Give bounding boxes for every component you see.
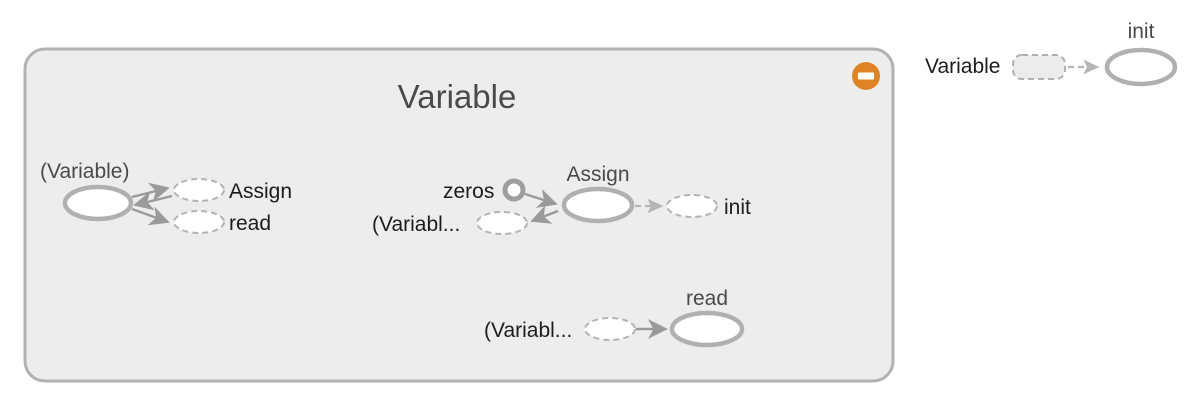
cluster-read-bottom: (Variabl... read [484, 287, 745, 348]
node-zeros-const[interactable] [502, 178, 526, 202]
cluster-assign-middle: zeros (Variabl... Assign init [372, 163, 751, 236]
variable-ref-right-label: Variable [925, 55, 1001, 78]
node-assign-ref[interactable] [173, 178, 225, 202]
cluster-variable-left: (Variable) Assign read [40, 160, 292, 235]
group-box[interactable] [23, 47, 895, 383]
group-title: Variable [398, 78, 517, 115]
group-container-variable[interactable]: Variable [23, 47, 895, 383]
node-variable-ref-right[interactable] [1012, 54, 1066, 80]
assign-op-label: Assign [566, 163, 629, 186]
edge-assign-to-variable-ref[interactable] [530, 205, 559, 224]
read-ref-label: read [229, 212, 271, 235]
minus-glyph [858, 72, 874, 80]
variable-op-label: (Variable) [40, 160, 129, 183]
node-assign-op[interactable] [561, 186, 635, 224]
cluster-init-right: Variable init [925, 20, 1178, 87]
zeros-label: zeros [443, 180, 494, 203]
node-read-ref[interactable] [173, 210, 225, 234]
edge-zeros-to-assign[interactable] [524, 189, 558, 208]
node-init-op[interactable] [1104, 47, 1178, 87]
read-op-label: read [686, 287, 728, 310]
node-variable-ref-bot[interactable] [584, 317, 636, 341]
node-read-op[interactable] [669, 310, 745, 348]
node-variable-ref-mid[interactable] [476, 211, 528, 235]
init-ref-label: init [724, 196, 751, 219]
edge-assign-to-variable[interactable] [133, 191, 173, 211]
variable-ref-bot-label: (Variabl... [484, 319, 572, 342]
init-op-label: init [1128, 20, 1155, 43]
variable-ref-mid-label: (Variabl... [372, 213, 460, 236]
node-init-ref[interactable] [666, 194, 718, 218]
assign-ref-label: Assign [229, 180, 292, 203]
edge-variable-to-read[interactable] [131, 206, 170, 226]
node-variable-op[interactable] [62, 184, 134, 222]
collapse-button[interactable] [852, 62, 880, 90]
